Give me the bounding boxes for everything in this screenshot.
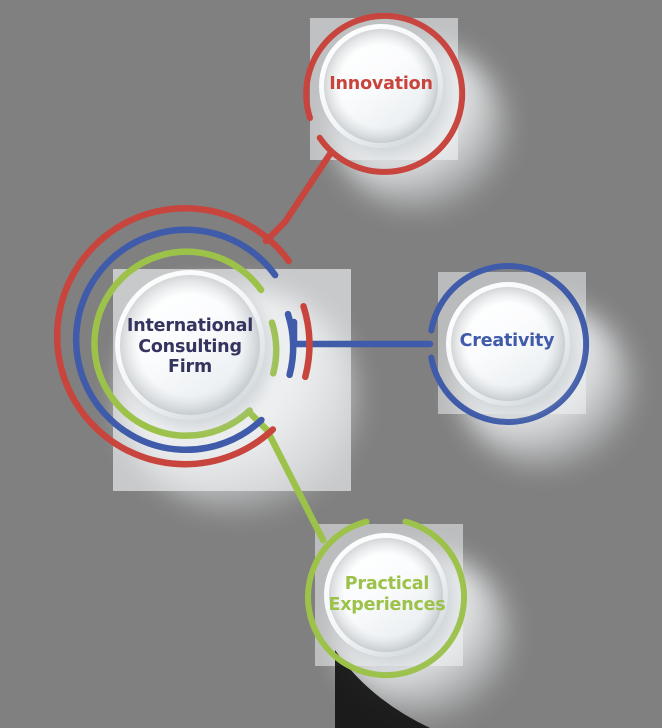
center-rings [53,204,313,468]
ring-innovation [303,12,466,175]
center-ring-blue-upper [72,226,279,453]
ring-creativity [428,263,590,425]
ring-practical [305,518,467,679]
center-ring-red-lower [300,302,313,381]
node-creativity[interactable] [446,282,577,414]
center-ring-green-upper [91,248,265,439]
connector-center-innovation [262,150,334,245]
satellite-rings [303,12,590,679]
center-ring-blue-lower [284,310,297,379]
node-innovation[interactable] [319,24,450,156]
shadow-wedge [335,650,430,728]
connector-center-practical [246,409,327,544]
center-ring-green-lower [268,319,280,377]
node-center[interactable] [115,270,272,428]
center-ring-red-upper [53,204,293,468]
node-practical-experiences[interactable] [324,533,455,665]
